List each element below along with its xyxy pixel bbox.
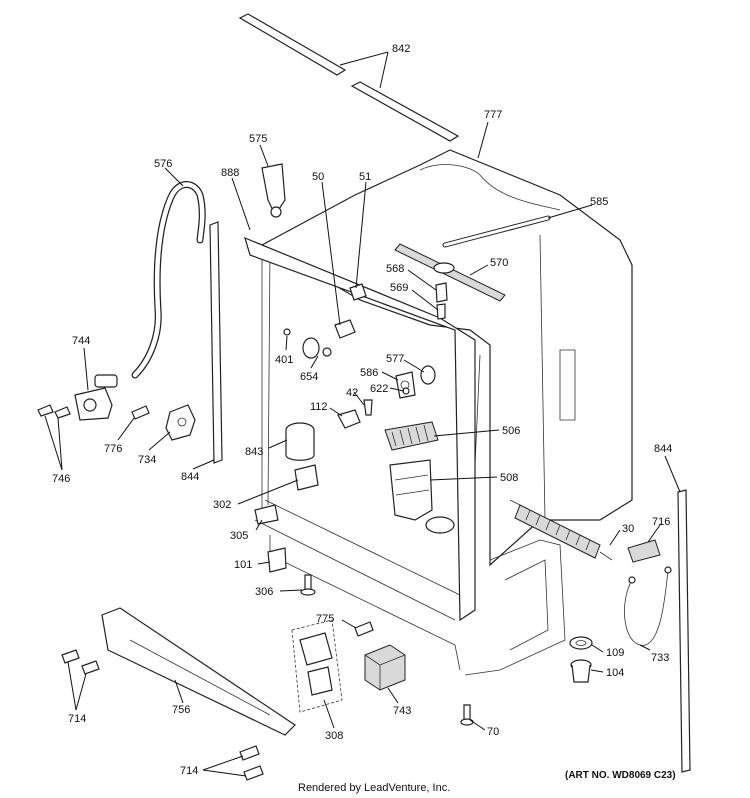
part-50-bracket[interactable] — [334, 319, 356, 339]
label-743[interactable]: 743 — [393, 705, 411, 717]
callout-labels: 842 777 575 576 888 50 51 585 568 570 56… — [52, 43, 672, 777]
part-568[interactable] — [435, 282, 448, 303]
label-776[interactable]: 776 — [104, 443, 122, 455]
tub-front-frame — [244, 236, 566, 676]
part-506-filter[interactable] — [384, 421, 439, 451]
part-733-cable[interactable] — [624, 566, 672, 646]
label-844-left[interactable]: 844 — [181, 471, 199, 483]
label-744[interactable]: 744 — [72, 335, 90, 347]
part-569[interactable] — [436, 303, 446, 320]
part-508-sump[interactable] — [389, 459, 455, 534]
label-112[interactable]: 112 — [310, 401, 328, 413]
label-746[interactable]: 746 — [52, 473, 70, 485]
part-401[interactable] — [283, 328, 291, 336]
part-777-tub[interactable] — [260, 149, 633, 576]
label-306[interactable]: 306 — [255, 586, 273, 598]
part-776-screw[interactable] — [131, 405, 150, 420]
label-30[interactable]: 30 — [622, 523, 634, 535]
label-775[interactable]: 775 — [316, 613, 334, 625]
part-70[interactable] — [460, 704, 474, 726]
label-570[interactable]: 570 — [490, 257, 508, 269]
label-842[interactable]: 842 — [392, 43, 410, 55]
part-306-leveling-leg[interactable] — [300, 574, 316, 596]
part-844-right-gasket[interactable] — [677, 489, 691, 773]
label-577[interactable]: 577 — [386, 353, 404, 365]
label-734[interactable]: 734 — [138, 454, 156, 466]
rendered-by-text: Rendered by LeadVenture, Inc. — [298, 782, 451, 794]
label-70[interactable]: 70 — [487, 726, 499, 738]
label-622[interactable]: 622 — [370, 383, 388, 395]
part-844-left-gasket[interactable] — [209, 221, 223, 464]
part-775-screw[interactable] — [354, 621, 374, 637]
part-714-screws-upper[interactable] — [61, 649, 100, 675]
label-756[interactable]: 756 — [172, 704, 190, 716]
part-744-inlet-valve[interactable] — [74, 374, 118, 421]
part-576-hose[interactable] — [131, 181, 206, 379]
part-756-rail[interactable] — [101, 607, 296, 736]
label-654[interactable]: 654 — [300, 371, 318, 383]
label-401[interactable]: 401 — [275, 354, 293, 366]
label-716[interactable]: 716 — [652, 516, 670, 528]
label-104[interactable]: 104 — [606, 667, 624, 679]
label-733[interactable]: 733 — [651, 652, 669, 664]
label-586[interactable]: 586 — [360, 367, 378, 379]
label-585[interactable]: 585 — [590, 196, 608, 208]
part-714-screws-lower[interactable] — [239, 745, 264, 781]
part-586[interactable] — [395, 371, 416, 399]
part-734-bracket[interactable] — [165, 404, 196, 441]
part-101[interactable] — [267, 547, 287, 573]
label-844-right[interactable]: 844 — [654, 443, 672, 455]
part-585-tube[interactable] — [442, 215, 551, 248]
label-569[interactable]: 569 — [390, 282, 408, 294]
label-51[interactable]: 51 — [359, 171, 371, 183]
label-305[interactable]: 305 — [230, 530, 248, 542]
part-30-spring[interactable] — [509, 499, 613, 561]
label-843[interactable]: 843 — [245, 446, 263, 458]
part-575[interactable] — [261, 163, 286, 218]
label-506[interactable]: 506 — [502, 425, 520, 437]
part-716[interactable] — [627, 539, 661, 563]
part-308-bracket-assembly[interactable] — [291, 619, 343, 713]
label-101[interactable]: 101 — [234, 559, 252, 571]
part-570-spray-arm[interactable] — [394, 243, 506, 302]
label-302[interactable]: 302 — [213, 499, 231, 511]
part-654[interactable] — [302, 337, 332, 359]
label-308[interactable]: 308 — [325, 730, 343, 742]
part-305[interactable] — [254, 504, 279, 525]
art-number-text: (ART NO. WD8069 C23) — [565, 770, 676, 781]
label-508[interactable]: 508 — [500, 472, 518, 484]
part-42-screw[interactable] — [363, 399, 373, 416]
part-51-clip[interactable] — [349, 283, 367, 301]
label-50[interactable]: 50 — [312, 171, 324, 183]
label-576[interactable]: 576 — [154, 158, 172, 170]
part-109[interactable] — [569, 636, 593, 650]
part-842-trim-strips[interactable] — [238, 13, 460, 142]
label-888[interactable]: 888 — [221, 167, 239, 179]
part-843[interactable] — [285, 422, 315, 461]
label-42[interactable]: 42 — [346, 387, 358, 399]
label-777[interactable]: 777 — [484, 109, 502, 121]
part-577[interactable] — [420, 365, 436, 385]
part-746-screws[interactable] — [37, 404, 71, 419]
label-575[interactable]: 575 — [249, 133, 267, 145]
label-714-upper[interactable]: 714 — [68, 713, 86, 725]
part-104[interactable] — [570, 659, 592, 683]
leader-lines — [44, 51, 681, 777]
label-568[interactable]: 568 — [386, 263, 404, 275]
label-109[interactable]: 109 — [606, 647, 624, 659]
part-302[interactable] — [294, 464, 319, 491]
label-714-lower[interactable]: 714 — [180, 765, 198, 777]
part-743[interactable] — [364, 644, 406, 691]
part-112[interactable] — [337, 409, 361, 429]
